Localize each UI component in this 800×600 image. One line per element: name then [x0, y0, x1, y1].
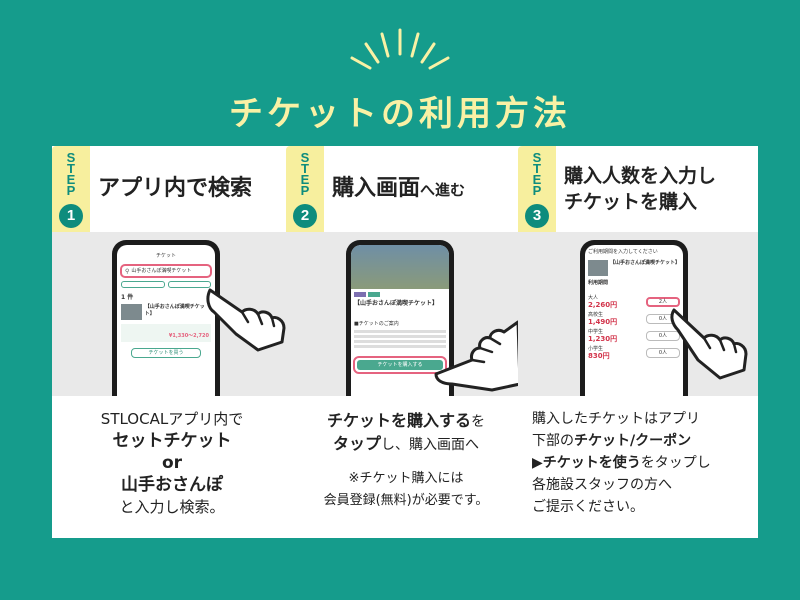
quantity-row: 大人 2,260円 2人: [588, 295, 680, 309]
page-title: チケットの利用方法: [229, 94, 571, 134]
buy-ticket-button[interactable]: チケットを買う: [131, 348, 201, 358]
step-tag: S T E P 3: [518, 146, 556, 232]
step-illustration: ご利用期間を入力してください 【山手おさんぽ満喫チケット】 利用期間 大人 2,…: [518, 232, 758, 396]
step-caption: STLOCALアプリ内で セットチケット or 山手おさんぽ と入力し検索。: [52, 396, 292, 538]
step-illustration: 【山手おさんぽ満喫チケット】 ■チケットのご案内 チケットを購入する: [286, 232, 526, 396]
step-number-badge: 1: [59, 204, 83, 228]
step-header: S T E P 3 購入人数を入力し チケットを購入: [518, 146, 758, 232]
step-caption: チケットを購入するを タップし、購入画面へ ※チケット購入には 会員登録(無料)…: [286, 396, 526, 538]
phone-mockup: 【山手おさんぽ満喫チケット】 ■チケットのご案内 チケットを購入する: [346, 240, 454, 396]
step-tag: S T E P 1: [52, 146, 90, 232]
venue-photo: [351, 245, 449, 289]
pointing-hand-icon: [206, 288, 286, 352]
quantity-row: 小学生 830円 0人: [588, 346, 680, 360]
phone-mockup: チケット ⚲ 山手おさんぽ満喫チケット 1 件 【山手おさんぽ満喫チケット】 ¥…: [112, 240, 220, 396]
step-number-badge: 2: [293, 204, 317, 228]
quantity-stepper[interactable]: 0人: [646, 331, 680, 341]
step-panel-2: S T E P 2 購入画面へ進む 【山手おさんぽ満喫チケット】 ■チケットのご…: [286, 146, 526, 538]
step-heading: 購入人数を入力し チケットを購入: [564, 165, 717, 213]
purchase-ticket-button[interactable]: チケットを購入する: [357, 360, 443, 370]
step-heading: 購入画面へ進む: [332, 175, 466, 201]
ticket-thumbnail: [588, 260, 608, 276]
step-panel-3: S T E P 3 購入人数を入力し チケットを購入 ご利用期間を入力してくださ…: [518, 146, 758, 538]
quantity-row: 中学生 1,230円 0人: [588, 329, 680, 343]
step-illustration: チケット ⚲ 山手おさんぽ満喫チケット 1 件 【山手おさんぽ満喫チケット】 ¥…: [52, 232, 292, 396]
pointing-hand-icon: [670, 308, 748, 380]
step-header: S T E P 2 購入画面へ進む: [286, 146, 526, 232]
search-icon: ⚲: [125, 267, 130, 275]
search-input[interactable]: ⚲ 山手おさんぽ満喫チケット: [120, 264, 212, 278]
step-tag: S T E P 2: [286, 146, 324, 232]
step-number-badge: 3: [525, 204, 549, 228]
quantity-row: 高校生 1,490円 0人: [588, 312, 680, 326]
ticket-thumbnail: [121, 304, 142, 320]
quantity-stepper[interactable]: 2人: [646, 297, 680, 307]
quantity-stepper[interactable]: 0人: [646, 348, 680, 358]
pointing-hand-icon: [434, 320, 522, 392]
step-header: S T E P 1 アプリ内で検索: [52, 146, 292, 232]
phone-mockup: ご利用期間を入力してください 【山手おさんぽ満喫チケット】 利用期間 大人 2,…: [580, 240, 688, 396]
step-caption: 購入したチケットはアプリ 下部のチケット/クーポン ▶チケットを使うをタップし …: [518, 396, 758, 538]
step-panel-1: S T E P 1 アプリ内で検索 チケット ⚲ 山手おさんぽ満喫チケット: [52, 146, 292, 538]
burst-decoration-icon: [350, 28, 450, 70]
step-heading: アプリ内で検索: [98, 176, 253, 201]
